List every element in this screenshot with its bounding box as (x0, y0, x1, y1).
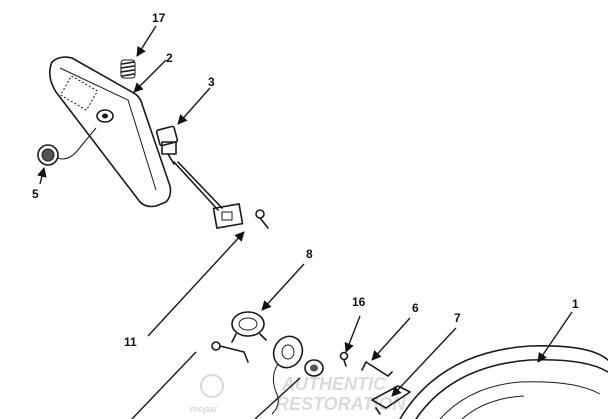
callout-16: 16 (352, 295, 366, 309)
callout-1: 1 (572, 297, 579, 311)
part-5-grommet (37, 127, 97, 166)
part-3-bracket-assembly (155, 125, 244, 229)
part-16-screw (339, 351, 349, 367)
callout-11: 11 (124, 335, 137, 349)
part-screw (255, 209, 269, 229)
watermark-brand: mopar (190, 404, 218, 414)
part-bolt (211, 341, 249, 363)
part-nut (304, 359, 324, 377)
callout-8: 8 (306, 247, 313, 261)
part-2-mirror-body (48, 56, 172, 208)
watermark-line1: AUTHENTIC (281, 374, 387, 394)
part-17-spring (120, 59, 136, 79)
part-6-lever (361, 361, 393, 377)
part-1-steering-wheel (399, 344, 608, 419)
part-contact-ring (271, 335, 304, 415)
callout-17: 17 (152, 11, 166, 25)
callout-3: 3 (208, 75, 215, 89)
callout-2: 2 (166, 51, 173, 65)
callout-6: 6 (412, 301, 419, 315)
callout-5: 5 (32, 187, 39, 201)
part-7-bracket (371, 385, 411, 415)
part-8-horn-contact (231, 311, 267, 343)
watermark-line2: RESTORATION (276, 394, 406, 414)
leader-lines (37, 25, 573, 419)
callout-7: 7 (454, 311, 461, 325)
